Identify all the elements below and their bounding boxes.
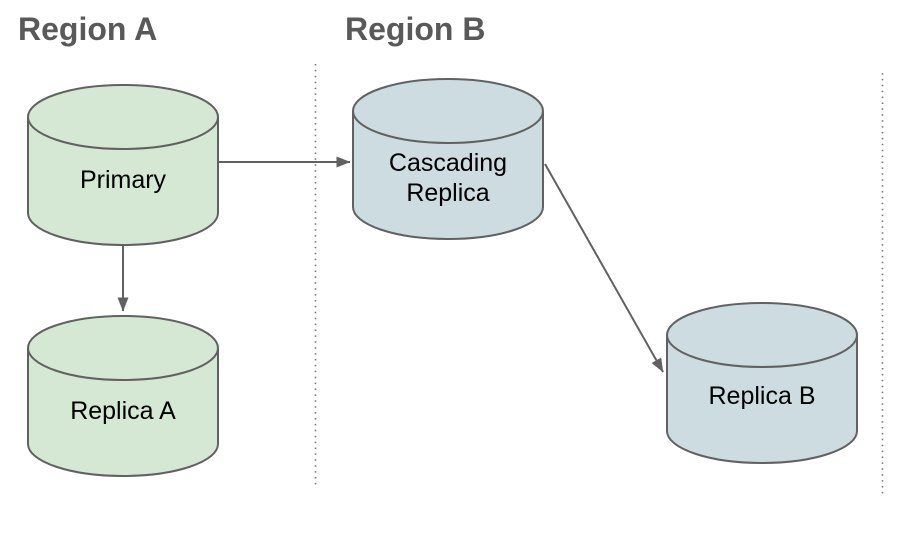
- node-cascading-replica-label-line2: Replica: [406, 179, 489, 207]
- node-replica-b: Replica B: [666, 302, 858, 464]
- cylinder-lid-edge: [27, 116, 219, 150]
- node-replica-b-label: Replica B: [709, 382, 816, 410]
- node-primary-label: Primary: [80, 166, 167, 194]
- cylinder-lid-edge: [27, 347, 219, 381]
- database-cylinder-icon: [666, 302, 858, 464]
- node-primary: Primary: [27, 84, 219, 246]
- node-replica-a: Replica A: [27, 315, 219, 477]
- database-cylinder-icon: [352, 78, 544, 240]
- database-cylinder-icon: [27, 84, 219, 246]
- node-cascading-replica-label-line1: Cascading: [389, 149, 507, 177]
- region-a-label: Region A: [18, 11, 157, 47]
- edge-cascading-replica-to-replica-b: [544, 163, 664, 373]
- node-cascading-replica: Cascading Replica: [352, 78, 544, 240]
- database-cylinder-icon: [27, 315, 219, 477]
- cylinder-lid-edge: [352, 110, 544, 144]
- cylinder-lid-edge: [666, 334, 858, 368]
- region-b-label: Region B: [345, 11, 485, 47]
- node-replica-a-label: Replica A: [70, 397, 176, 425]
